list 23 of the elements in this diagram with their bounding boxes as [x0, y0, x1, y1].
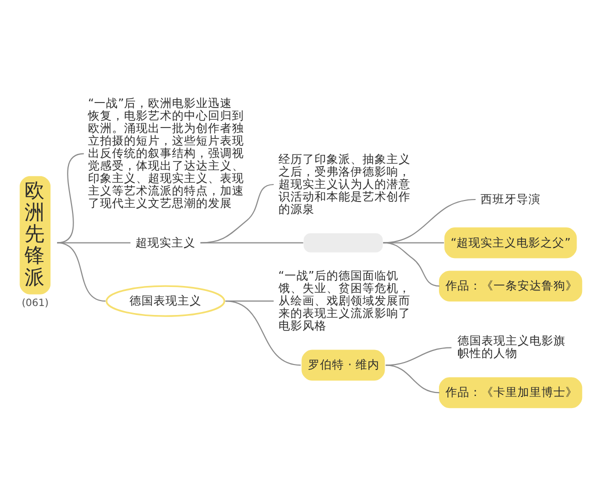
node-text: “一战”后，欧洲电影业迅速恢复，电影艺术的中心回归到欧洲。涌现出一批为创作者独立拍摄的短片，这些短片表现出反传统的叙事结构，强调视觉感受，体现出了达达主义、印象主义、超现实主义、表现主义等艺术流派的特点，加速了现代主义文艺思潮的发展: [88, 96, 244, 210]
connector: [57, 152, 84, 243]
connector: [383, 242, 440, 286]
node-ellipse: 德国表现主义: [106, 284, 226, 316]
node-box: [304, 232, 383, 252]
node-box: “超现实主义电影之父”: [444, 226, 577, 258]
node-label: (061): [22, 297, 49, 308]
connector: [225, 300, 301, 366]
node-box: 作品：《一条安达鲁狗》: [438, 270, 582, 301]
connector: [200, 242, 304, 243]
node-box: 作品：《卡里加里博士》: [438, 376, 582, 408]
node-box: 罗伯特 · 维内: [302, 349, 385, 380]
connector: [386, 364, 440, 393]
connector: [386, 346, 452, 366]
node-text: 超现实主义: [135, 234, 196, 249]
node-text: 经历了印象派、抽象主义之后，受弗洛伊德影响，超现实主义认为人的潜意识活动和本能是艺术创作的源泉: [278, 152, 410, 216]
connector: [57, 242, 106, 302]
node-box: 欧洲先锋派: [20, 176, 51, 294]
node-text: 西班牙导演: [480, 191, 541, 206]
connector: [200, 183, 274, 243]
node-text: “一战”后的德国面临饥饿、失业、贫困等危机，从绘画、戏剧领域发展而来的表现主义流派影响了电影风格: [278, 268, 410, 332]
connector: [383, 198, 476, 243]
node-text: 德国表现主义电影旗帜性的人物: [457, 333, 566, 360]
